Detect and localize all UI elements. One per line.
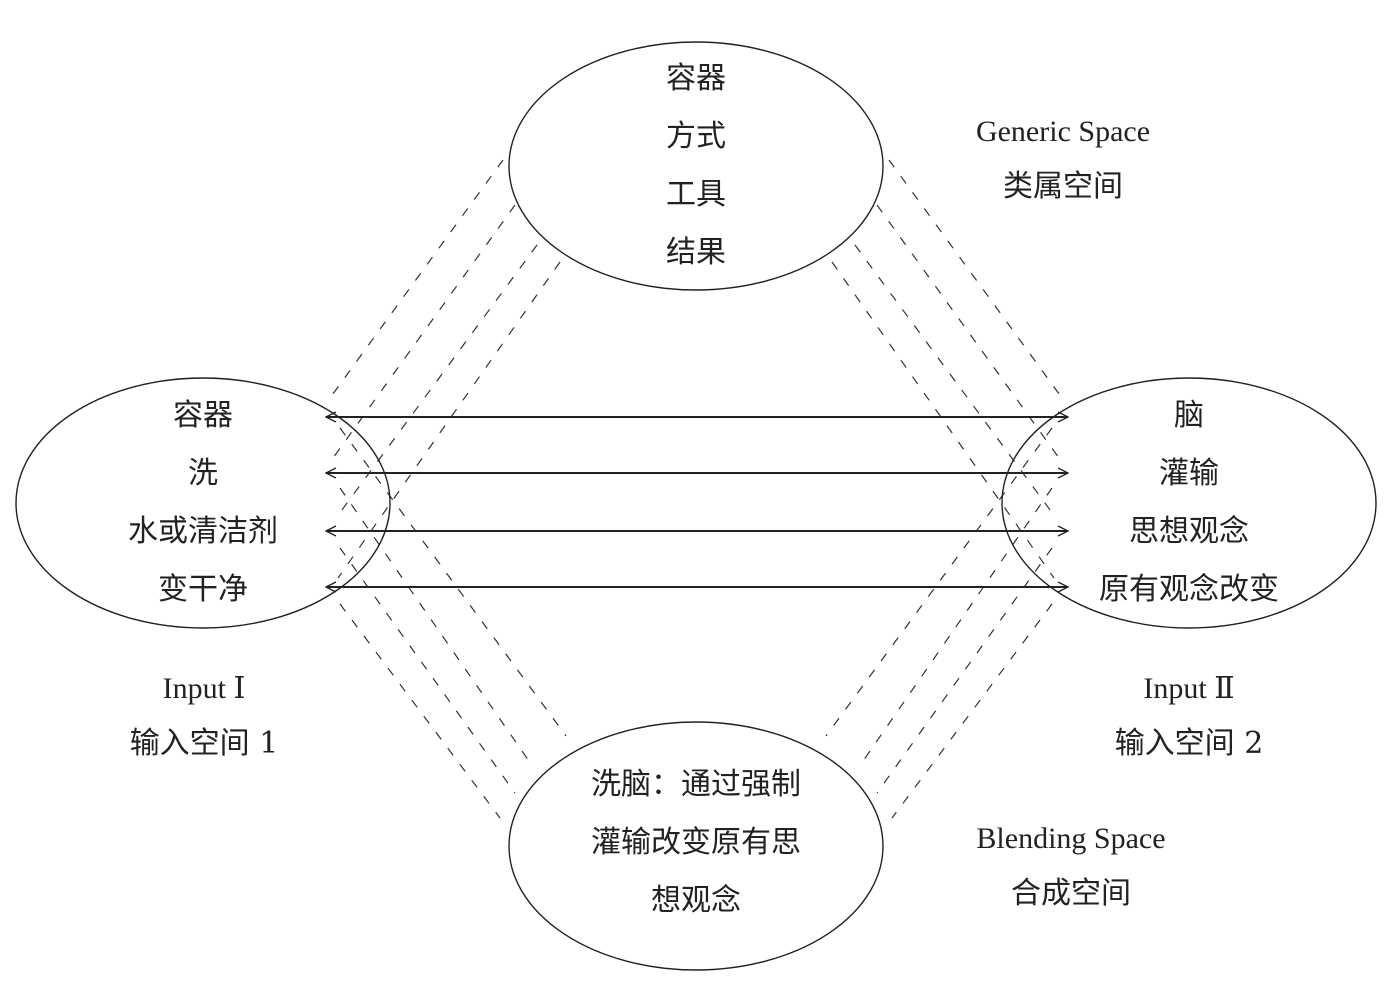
input-2-label: Input Ⅱ 输入空间 2 [1069, 663, 1309, 773]
blending-space-ellipse [508, 721, 884, 971]
dashed-projection-line [891, 603, 1053, 819]
generic-item: 工具 [666, 177, 726, 212]
generic-space-ellipse [508, 41, 884, 291]
generic-space-label: Generic Space 类属空间 [943, 106, 1183, 216]
input-2-label-zh: 输入空间 2 [1114, 726, 1264, 761]
input-2-item: 脑 [1174, 398, 1204, 433]
dashed-projection-line [339, 427, 567, 737]
dashed-projection-line [876, 547, 1053, 794]
input-2-label-en: Input Ⅱ [1143, 672, 1235, 705]
input-1-item: 容器 [173, 398, 233, 433]
dashed-projection-line [825, 427, 1053, 737]
input-1-label-zh: 输入空间 1 [129, 726, 279, 761]
dashed-projection-line [854, 244, 1057, 519]
generic-item: 容器 [666, 61, 726, 96]
input-1-ellipse [15, 377, 391, 629]
generic-item: 方式 [666, 119, 726, 154]
dashed-projection-line [335, 244, 538, 519]
input-1-item: 变干净 [158, 572, 248, 607]
blending-space-text: 洗脑：通过强制 灌输改变原有思 想观念 [546, 756, 846, 930]
dashed-projection-line [860, 487, 1053, 765]
input-1-items: 容器 洗 水或清洁剂 变干净 [83, 387, 323, 619]
blending-line: 想观念 [651, 883, 741, 918]
input-1-label: Input Ⅰ 输入空间 1 [84, 663, 324, 773]
dashed-projection-line [329, 159, 504, 399]
generic-item: 结果 [666, 235, 726, 270]
dashed-projection-line [339, 547, 516, 794]
input-1-item: 水或清洁剂 [128, 514, 278, 549]
dashed-projection-line [831, 261, 1055, 579]
input-2-ellipse [1001, 377, 1377, 629]
input-2-item: 原有观念改变 [1099, 572, 1279, 607]
generic-space-label-en: Generic Space [975, 115, 1151, 148]
generic-space-label-zh: 类属空间 [1003, 169, 1123, 204]
blending-space-label-en: Blending Space [976, 822, 1166, 855]
blending-space-label: Blending Space 合成空间 [941, 813, 1201, 923]
input-2-items: 脑 灌输 思想观念 原有观念改变 [1069, 387, 1309, 619]
blending-line: 灌输改变原有思 [591, 825, 801, 860]
dashed-projection-line [339, 487, 532, 765]
input-2-item: 灌输 [1159, 456, 1219, 491]
blending-line: 洗脑：通过强制 [591, 767, 801, 802]
blending-space-label-zh: 合成空间 [1011, 876, 1131, 911]
dashed-projection-line [888, 159, 1063, 399]
cross-space-mapping-arrows [326, 417, 1068, 587]
input-1-item: 洗 [188, 456, 218, 491]
generic-space-items: 容器 方式 工具 结果 [596, 50, 796, 282]
input-1-label-en: Input Ⅰ [162, 672, 246, 705]
dashed-projection-line [337, 261, 561, 579]
dashed-projection-line [339, 603, 501, 819]
input-2-item: 思想观念 [1129, 514, 1249, 549]
dashed-projection-line [332, 204, 516, 459]
dashed-projection-line [876, 204, 1060, 459]
